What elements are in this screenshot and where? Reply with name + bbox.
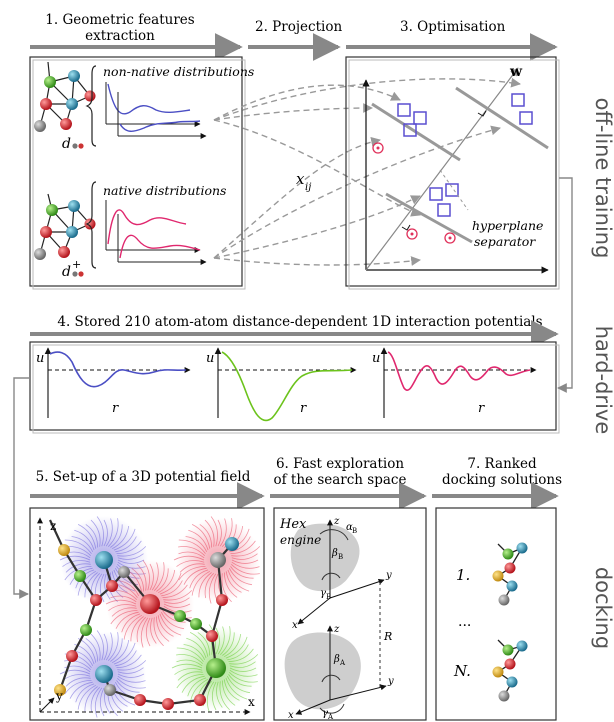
hex-x-top: x <box>292 620 298 631</box>
panel-optimisation <box>345 56 557 287</box>
connector-training-to-harddrive <box>557 177 573 393</box>
molecule-graph-nonnative <box>34 61 96 132</box>
hex-z-bottom: z <box>333 624 340 635</box>
field-z-label: z <box>50 519 56 533</box>
brace-top <box>85 65 97 147</box>
field-y-label: y <box>55 689 63 703</box>
hyperplane-label-line1: hyperplane <box>472 218 543 233</box>
hex-gamma-a-sub: A <box>327 713 334 721</box>
hex-beta-b-sub: B <box>338 553 343 561</box>
r-label-2: r <box>300 401 307 416</box>
brace-bottom <box>85 181 97 269</box>
x-ij-subscript: ij <box>305 182 311 193</box>
projection-arrows <box>213 77 521 266</box>
panel-optimisation-shadow <box>348 59 560 290</box>
hex-z-top: z <box>333 516 340 527</box>
hex-gamma-b: γ <box>320 588 326 599</box>
d-plus-atom-1 <box>72 271 78 277</box>
hex-label-line1: Hex <box>279 517 307 532</box>
r-label-1: r <box>112 401 119 416</box>
non-native-plot <box>105 82 207 139</box>
step3-title: 3. Optimisation <box>400 19 506 35</box>
molecule-graph-native <box>34 193 96 260</box>
hex-beta-a: β <box>333 654 340 665</box>
docking-label: docking <box>591 567 614 649</box>
r-label-3: r <box>478 401 485 416</box>
u-label-3: u <box>372 351 380 366</box>
hard-drive-label: hard-drive <box>591 326 614 435</box>
x-ij-label: x <box>296 170 305 188</box>
step7-title-line2: docking solutions <box>442 472 562 488</box>
d-minus-atom-1 <box>72 143 78 149</box>
rank-ellipsis: ... <box>458 614 471 630</box>
hex-x-bottom: x <box>288 710 294 721</box>
hex-R-label: R <box>383 630 392 643</box>
native-label: native distributions <box>103 183 226 198</box>
non-native-label: non-native distributions <box>103 64 254 79</box>
native-plot <box>105 200 207 265</box>
hex-alpha-b: α <box>346 522 353 533</box>
panel-shadow <box>32 59 246 290</box>
panel-ranked-solutions <box>435 507 557 721</box>
step1-title-line2: extraction <box>85 28 155 44</box>
w-vector-label: w <box>509 64 523 80</box>
potential-plot-pink <box>380 347 537 418</box>
hex-gamma-a: γ <box>322 708 328 719</box>
rank-first-label: 1. <box>456 566 470 584</box>
hex-illustration <box>284 519 387 715</box>
step2-title: 2. Projection <box>255 19 342 35</box>
hex-beta-b: β <box>331 548 338 559</box>
step5-title: 5. Set-up of a 3D potential field <box>36 469 251 485</box>
hex-alpha-b-sub: B <box>352 527 357 535</box>
u-label-1: u <box>36 351 44 366</box>
rank-last-label: N. <box>453 662 471 680</box>
step6-title-line2: of the search space <box>274 472 407 488</box>
hex-y-bottom: y <box>387 676 394 687</box>
step6-title-line1: 6. Fast exploration <box>276 456 404 472</box>
potential-plot-blue <box>44 347 191 418</box>
step7-title-line1: 7. Ranked <box>467 456 537 472</box>
u-label-2: u <box>206 351 214 366</box>
d-plus-atom-2 <box>78 271 84 277</box>
hex-gamma-b-sub: B <box>326 593 331 601</box>
hyperplane-label-line2: separator <box>474 234 536 249</box>
d-plus-sign: + <box>72 258 81 271</box>
field-x-label: x <box>248 695 255 709</box>
step4-title: 4. Stored 210 atom-atom distance-depende… <box>57 314 542 330</box>
potential-field <box>37 516 261 718</box>
d-minus-atom-2 <box>78 143 84 149</box>
docking-solution-n <box>492 639 528 702</box>
offline-training-label: off-line training <box>591 98 614 259</box>
connector-harddrive-to-docking <box>13 377 30 599</box>
d-minus-label: d <box>62 136 71 152</box>
hex-y-top: y <box>385 570 392 581</box>
hex-label-line2: engine <box>280 533 321 547</box>
hex-beta-a-sub: A <box>339 659 346 667</box>
step1-title-line1: 1. Geometric features <box>45 12 195 28</box>
d-plus-label: d <box>62 264 71 280</box>
potential-plot-green <box>214 347 357 422</box>
docking-solution-1 <box>492 542 528 606</box>
svm-plot <box>362 67 549 274</box>
